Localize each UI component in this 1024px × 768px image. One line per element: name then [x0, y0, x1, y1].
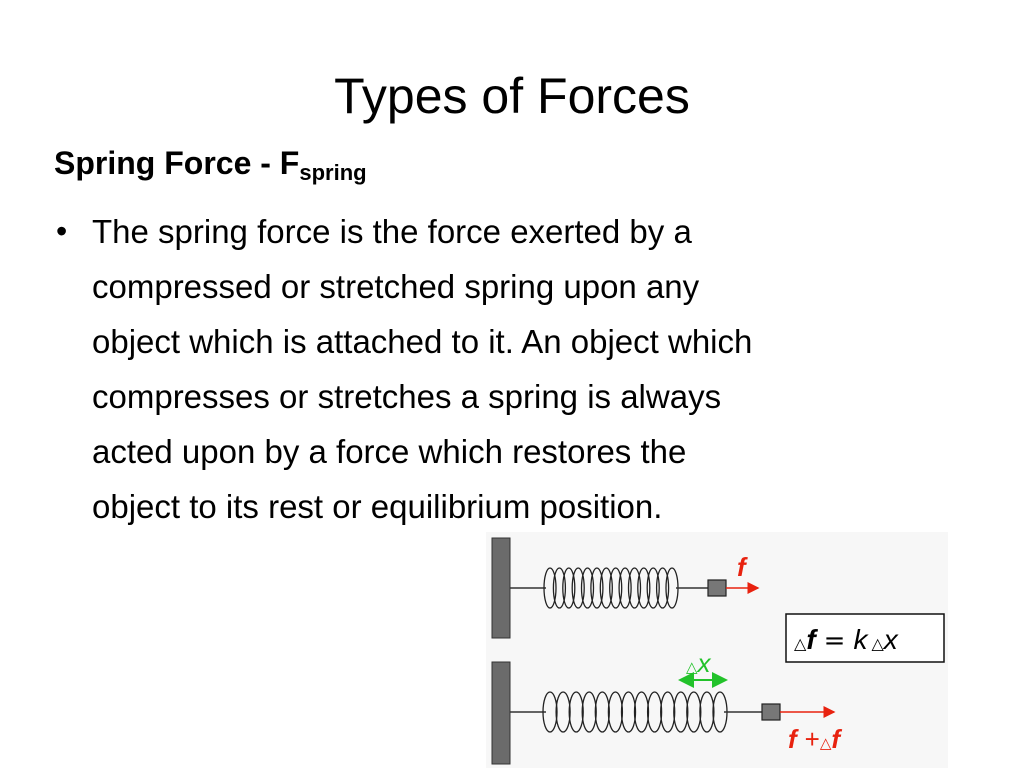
- spring-coil: [562, 567, 576, 609]
- eq-f: f: [806, 624, 818, 655]
- spring-diagram: f △f=k△x △x f+△f: [486, 532, 948, 768]
- spring-coil: [555, 691, 571, 733]
- top-spring-coils: [543, 567, 679, 609]
- spring-coil: [686, 691, 702, 733]
- spring-coil: [673, 691, 689, 733]
- bottom-wall: [491, 661, 511, 765]
- spring-coil: [637, 567, 651, 609]
- spring-coil: [581, 691, 597, 733]
- top-wall: [491, 537, 511, 639]
- section-heading: Spring Force - Fspring: [54, 140, 367, 186]
- spring-coil: [646, 567, 660, 609]
- spring-coil: [594, 691, 610, 733]
- disp-delta: △: [686, 659, 698, 676]
- bottom-spring-coils: [542, 691, 728, 733]
- spring-coil: [627, 567, 642, 609]
- top-block: [707, 579, 727, 597]
- eq-equals: =: [824, 626, 846, 656]
- bf-f2: f: [831, 724, 842, 754]
- spring-coil: [655, 567, 670, 609]
- heading-subscript: spring: [299, 160, 367, 185]
- top-force-label: f: [737, 552, 748, 582]
- bottom-block: [761, 703, 781, 721]
- bf-f: f: [788, 724, 799, 754]
- spring-coil: [609, 567, 623, 609]
- eq-delta-1: △: [794, 634, 807, 653]
- eq-x: x: [882, 624, 899, 655]
- spring-coil: [620, 691, 637, 733]
- equation-box: [785, 613, 945, 663]
- spring-coil: [660, 691, 676, 733]
- spring-coil: [543, 567, 557, 609]
- displacement-label: △x: [686, 648, 712, 678]
- spring-coil: [590, 567, 604, 609]
- spring-coil: [618, 567, 632, 609]
- disp-x: x: [696, 648, 712, 678]
- spring-coil: [542, 691, 558, 733]
- equation: △f=k△x: [794, 624, 899, 656]
- spring-coil: [633, 691, 650, 733]
- spring-diagram-svg: f △f=k△x △x f+△f: [491, 537, 945, 765]
- spring-coil: [699, 691, 715, 733]
- spring-coil: [646, 691, 663, 733]
- eq-k: k: [853, 624, 869, 655]
- heading-text: Spring Force - F: [54, 145, 300, 181]
- eq-delta-2: △: [871, 634, 884, 653]
- spring-coil: [552, 567, 567, 609]
- bullet-text: The spring force is the force exerted by…: [92, 213, 753, 525]
- slide-title: Types of Forces: [334, 68, 690, 124]
- spring-coil: [580, 567, 595, 609]
- spring-coil: [568, 691, 584, 733]
- spring-coil: [607, 691, 624, 733]
- spring-coil: [599, 567, 613, 609]
- spring-coil: [571, 567, 585, 609]
- bf-plus: +: [805, 724, 820, 754]
- bullet-marker: •: [56, 213, 68, 249]
- bottom-force-label: f+△f: [788, 724, 842, 754]
- bf-delta: △: [820, 735, 832, 752]
